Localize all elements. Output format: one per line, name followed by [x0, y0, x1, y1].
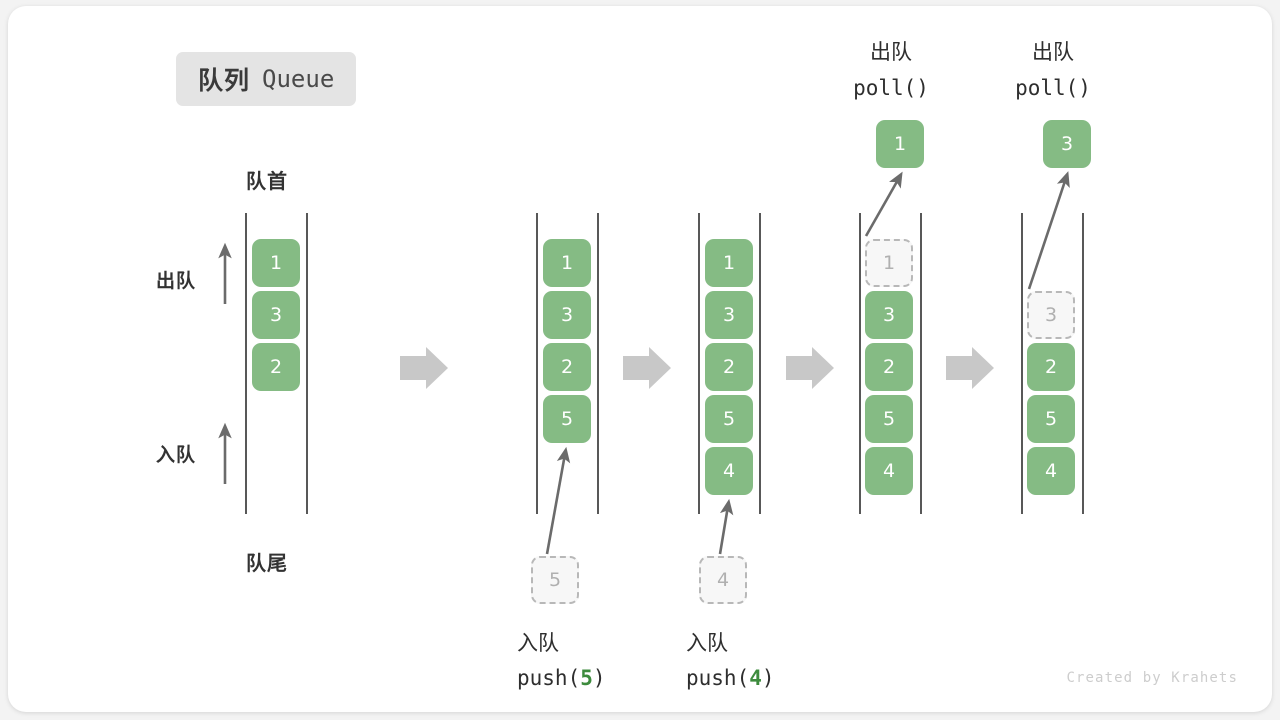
- queue-element: 4: [1027, 447, 1075, 495]
- arrows-overlay: [218, 171, 1070, 555]
- poll-3-label: 出队 poll(): [968, 36, 1138, 105]
- queue-rail-right-col3: [759, 213, 761, 514]
- queue-element: 3: [705, 291, 753, 339]
- title-english: Queue: [262, 65, 335, 93]
- push-4-caption: 入队 push(4): [686, 626, 775, 695]
- queue-element: 2: [543, 343, 591, 391]
- stage-arrow-3: [786, 347, 834, 389]
- push-4-fn-close: ): [761, 665, 775, 690]
- stage-arrow-4: [946, 347, 994, 389]
- push-5-arrow: [545, 446, 571, 555]
- queue-element: 1: [705, 239, 753, 287]
- push-5-caption-code: push(5): [517, 661, 606, 696]
- diagram-card: 队列 Queue 队首 队尾 出队 入队 1 3 2 1 3 2 5 5 入队 …: [8, 6, 1272, 712]
- queue-rear-label: 队尾: [246, 553, 288, 575]
- queue-front-label: 队首: [246, 171, 288, 193]
- queue-rail-left-col2: [536, 213, 538, 514]
- poll-3-label-code: poll(): [1015, 75, 1091, 100]
- queue-rail-right-col1: [306, 213, 308, 514]
- push-4-fn-name: push(: [686, 665, 750, 690]
- push-5-fn-name: push(: [517, 665, 581, 690]
- queue-rail-right-col2: [597, 213, 599, 514]
- queue-element: 4: [865, 447, 913, 495]
- popped-element: 1: [876, 120, 924, 168]
- dequeue-direction-label: 出队: [156, 271, 197, 292]
- queue-element: 3: [865, 291, 913, 339]
- queue-element: 5: [543, 395, 591, 443]
- queue-element: 5: [705, 395, 753, 443]
- queue-rail-left-col4: [859, 213, 861, 514]
- poll-1-label-cn: 出队: [870, 41, 912, 64]
- queue-element: 4: [705, 447, 753, 495]
- watermark-credit: Created by Krahets: [1066, 670, 1238, 686]
- poll-1-arrow: [864, 171, 903, 237]
- queue-element: 2: [865, 343, 913, 391]
- queue-element: 2: [252, 343, 300, 391]
- queue-element: 2: [705, 343, 753, 391]
- stage-arrow-2: [623, 347, 671, 389]
- push-5-caption-cn: 入队: [517, 631, 559, 655]
- poll-1-label: 出队 poll(): [806, 36, 976, 105]
- queue-element: 1: [543, 239, 591, 287]
- queue-element: 1: [252, 239, 300, 287]
- stage-arrow-1: [400, 347, 448, 389]
- poll-3-arrow: [1027, 171, 1070, 290]
- queue-element: 5: [865, 395, 913, 443]
- push-5-arg: 5: [580, 665, 593, 690]
- push-5-caption: 入队 push(5): [517, 626, 606, 695]
- queue-element: 3: [252, 291, 300, 339]
- push-4-arrow: [718, 498, 734, 555]
- push-4-caption-code: push(4): [686, 661, 775, 696]
- queue-element-ghost: 1: [865, 239, 913, 287]
- queue-rail-left-col1: [245, 213, 247, 514]
- push-4-caption-cn: 入队: [686, 631, 728, 655]
- queue-rail-left-col3: [698, 213, 700, 514]
- poll-3-label-cn: 出队: [1032, 41, 1074, 64]
- incoming-element-ghost: 5: [531, 556, 579, 604]
- queue-element: 3: [543, 291, 591, 339]
- enqueue-direction-label: 入队: [156, 445, 197, 466]
- queue-element: 2: [1027, 343, 1075, 391]
- push-5-fn-close: ): [592, 665, 606, 690]
- push-4-arg: 4: [749, 665, 762, 690]
- queue-element: 5: [1027, 395, 1075, 443]
- queue-rail-left-col5: [1021, 213, 1023, 514]
- queue-rail-right-col4: [920, 213, 922, 514]
- title-chinese: 队列: [198, 67, 251, 95]
- queue-rail-right-col5: [1082, 213, 1084, 514]
- poll-1-label-code: poll(): [853, 75, 929, 100]
- incoming-element-ghost: 4: [699, 556, 747, 604]
- queue-element-ghost: 3: [1027, 291, 1075, 339]
- diagram-title-badge: 队列 Queue: [176, 52, 357, 106]
- popped-element: 3: [1043, 120, 1091, 168]
